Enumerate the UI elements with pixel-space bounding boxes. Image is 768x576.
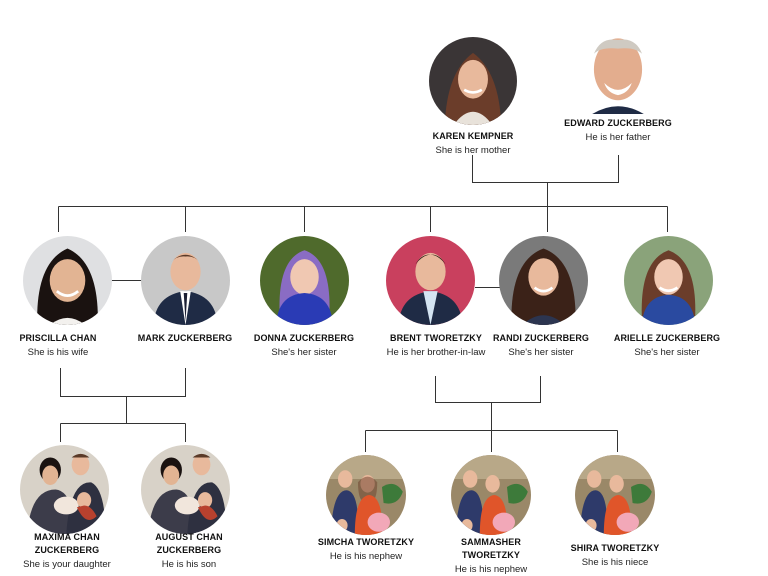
person-name: RANDI ZUCKERBERG: [492, 333, 590, 343]
family-photo-icon: [451, 455, 531, 535]
person-relation: He is his son: [161, 559, 217, 570]
woman-portrait-icon: [260, 236, 349, 325]
person-relation: She is your daughter: [23, 559, 111, 570]
connector-parents: [472, 155, 619, 207]
person-relation: She's her sister: [508, 347, 574, 358]
person-relation: He is his nephew: [454, 564, 528, 575]
person-name: BRENT TWORETZKY: [390, 333, 482, 343]
person-relation: He is her brother-in-law: [386, 347, 486, 358]
person-name: SHIRA TWORETZKY: [570, 543, 660, 553]
woman-portrait-icon: [429, 37, 517, 125]
man-portrait-icon: [141, 236, 230, 325]
person-name: PRISCILLA CHAN: [19, 333, 97, 343]
person-name: MAXIMA CHAN ZUCKERBERG: [34, 532, 100, 555]
person-name: EDWARD ZUCKERBERG: [564, 118, 672, 128]
family-photo-icon: [20, 445, 109, 534]
person-relation: He is his nephew: [329, 551, 403, 562]
person-relation: He is her father: [585, 132, 651, 143]
man-portrait-icon: [575, 28, 661, 114]
woman-portrait-icon: [499, 236, 588, 325]
person-name: DONNA ZUCKERBERG: [253, 333, 355, 343]
woman-portrait-icon: [624, 236, 713, 325]
person-name: AUGUST CHAN ZUCKERBERG: [155, 532, 223, 555]
family-photo-icon: [326, 455, 406, 535]
person-relation: She is his wife: [27, 347, 89, 358]
person-name: ARIELLE ZUCKERBERG: [613, 333, 721, 343]
connector-brent-children: [365, 376, 618, 452]
family-photo-icon: [575, 455, 655, 535]
person-relation: She's her sister: [271, 347, 337, 358]
person-relation: She is his niece: [581, 557, 649, 568]
man-portrait-icon: [386, 236, 475, 325]
connector-mark-children: [60, 368, 186, 442]
person-relation: She's her sister: [634, 347, 700, 358]
family-photo-icon: [141, 445, 230, 534]
person-name: MARK ZUCKERBERG: [137, 333, 233, 343]
person-relation: She is her mother: [435, 145, 511, 156]
person-name: SAMMASHER TWORETZKY: [461, 537, 521, 560]
woman-portrait-icon: [23, 236, 112, 325]
person-name: KAREN KEMPNER: [432, 131, 514, 141]
person-name: SIMCHA TWORETZKY: [317, 537, 415, 547]
